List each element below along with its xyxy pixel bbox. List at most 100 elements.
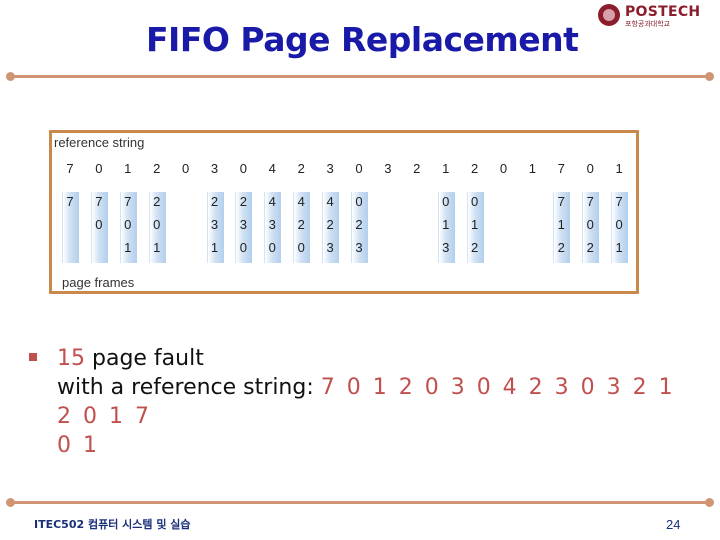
reference-value: 0 — [586, 161, 594, 176]
reference-value: 1 — [615, 161, 623, 176]
frame-column — [264, 192, 282, 263]
frame-cell: 7 — [66, 194, 74, 209]
frame-cell: 0 — [239, 240, 247, 255]
frame-cell: 3 — [210, 217, 219, 232]
bullet-line-1: 15 page fault — [57, 344, 697, 373]
reference-value: 1 — [124, 161, 132, 176]
frame-cell: 7 — [95, 194, 103, 209]
frame-column — [611, 192, 629, 263]
reference-value: 7 — [66, 161, 74, 176]
reference-value: 1 — [528, 161, 536, 176]
frame-cell: 0 — [355, 194, 363, 209]
frame-cell: 1 — [442, 217, 450, 232]
frame-cell: 4 — [297, 194, 305, 209]
frame-cell: 4 — [326, 194, 334, 209]
frame-column — [148, 192, 166, 263]
reference-value: 2 — [413, 161, 421, 176]
reference-value: 7 — [557, 161, 565, 176]
divider-dot-left — [6, 72, 15, 81]
frame-column — [322, 192, 340, 263]
page-number: 24 — [666, 517, 681, 532]
frame-cell: 1 — [470, 217, 479, 232]
frame-cell: 3 — [239, 217, 247, 232]
frame-cell: 7 — [586, 194, 594, 209]
frame-cell: 3 — [355, 240, 363, 255]
frame-cell: 0 — [615, 217, 623, 232]
frame-cell: 1 — [210, 240, 219, 255]
frame-column — [582, 192, 600, 263]
logo-name: POSTECH — [625, 4, 701, 20]
footer-dot-right — [705, 498, 714, 507]
frame-cell: 7 — [557, 194, 565, 209]
frame-column — [466, 192, 484, 263]
fifo-diagram: reference string page frames 7 0 1 2 0 3 0 4 2 3 0… — [49, 130, 639, 294]
reference-value: 2 — [153, 161, 161, 176]
reference-value: 0 — [239, 161, 247, 176]
frame-column — [235, 192, 253, 263]
frame-cell: 2 — [153, 194, 161, 209]
frame-cell: 1 — [557, 217, 565, 232]
reference-value: 0 — [181, 161, 190, 176]
logo-subtitle: 포항공과대학교 — [625, 20, 671, 28]
sequence-label: with a reference string: — [57, 375, 321, 400]
frame-column — [351, 192, 368, 263]
bullet-line-2: with a reference string: 7 0 1 2 0 3 0 4… — [57, 373, 697, 431]
frame-cell: 7 — [615, 194, 623, 209]
bullet-text: 15 page fault with a reference string: 7… — [57, 344, 697, 460]
frame-cell: 4 — [268, 194, 276, 209]
frame-column — [293, 192, 311, 263]
frame-cell: 1 — [615, 240, 623, 255]
frame-cell: 3 — [268, 217, 276, 232]
frame-cell: 2 — [239, 194, 247, 209]
frame-cell: 2 — [355, 217, 363, 232]
page-frames-label: page frames — [62, 275, 135, 290]
fault-label: page fault — [85, 346, 204, 371]
frame-cell: 1 — [124, 240, 132, 255]
sequence-values-2: 0 1 — [57, 433, 100, 458]
sequence-values-1: 7 0 1 2 0 3 0 4 2 3 0 3 2 1 2 0 1 7 — [57, 375, 676, 429]
frame-cell: 0 — [268, 240, 276, 255]
course-footer: ITEC502 컴퓨터 시스템 및 실습 — [34, 518, 191, 531]
fault-count: 15 — [57, 346, 85, 371]
frame-cell: 2 — [326, 217, 334, 232]
frame-column — [553, 192, 571, 263]
bullet-line-3: 0 1 — [57, 431, 697, 460]
frame-column — [62, 192, 79, 263]
frame-column — [206, 192, 224, 263]
frame-column — [437, 192, 455, 263]
frame-column — [119, 192, 137, 263]
frame-cell: 0 — [297, 240, 305, 255]
frame-cell: 3 — [442, 240, 450, 255]
frame-cell: 1 — [153, 240, 161, 255]
reference-value: 4 — [268, 161, 276, 176]
frame-cell: 0 — [470, 194, 479, 209]
reference-value: 3 — [384, 161, 392, 176]
top-divider — [6, 72, 714, 81]
reference-value: 3 — [210, 161, 219, 176]
frame-cell: 0 — [442, 194, 450, 209]
bullet-marker — [29, 353, 37, 361]
divider-dot-right — [705, 72, 714, 81]
frame-cell: 0 — [153, 217, 161, 232]
frame-cell: 7 — [124, 194, 132, 209]
frame-cell: 2 — [210, 194, 219, 209]
reference-value: 0 — [355, 161, 363, 176]
frame-column — [90, 192, 108, 263]
frame-cell: 0 — [124, 217, 132, 232]
frame-cell: 0 — [586, 217, 594, 232]
footer-dot-left — [6, 498, 15, 507]
postech-logo: POSTECH 포항공과대학교 — [598, 4, 701, 28]
reference-value: 0 — [95, 161, 103, 176]
reference-value: 2 — [297, 161, 305, 176]
frame-cell: 3 — [326, 240, 334, 255]
reference-value: 3 — [326, 161, 334, 176]
frame-cell: 2 — [470, 240, 479, 255]
bottom-divider — [6, 498, 714, 507]
reference-string-label: reference string — [54, 135, 145, 150]
reference-value: 2 — [470, 161, 479, 176]
frame-cell: 2 — [297, 217, 305, 232]
reference-value: 0 — [499, 161, 508, 176]
frame-cell: 0 — [95, 217, 103, 232]
slide-title: FIFO Page Replacement — [146, 20, 579, 59]
postech-seal-icon — [598, 4, 620, 26]
